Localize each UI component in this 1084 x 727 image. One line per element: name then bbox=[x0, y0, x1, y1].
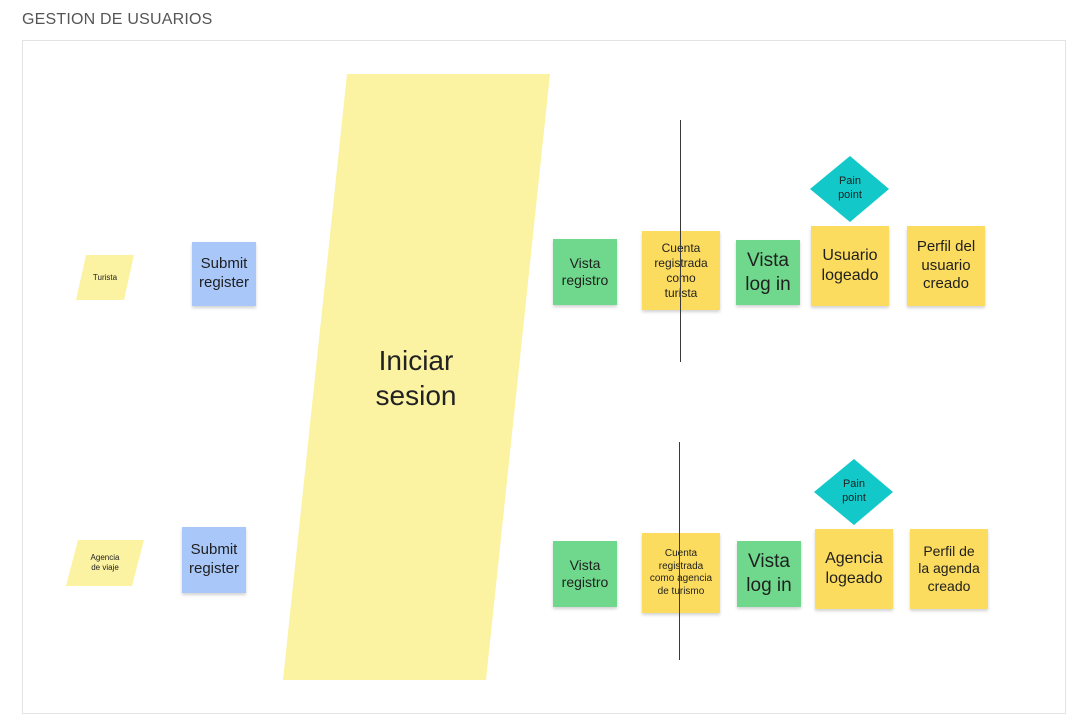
perfil-agenda-creado[interactable]: Perfil de la agenda creado bbox=[910, 529, 988, 609]
note-text: Agencia logeado bbox=[825, 550, 883, 587]
perfil-usuario-creado[interactable]: Perfil del usuario creado bbox=[907, 226, 985, 306]
iniciar-sesion-shape[interactable] bbox=[283, 74, 551, 681]
note-text: Submit register bbox=[198, 255, 250, 291]
vista-registro-agencia[interactable]: Vista registro bbox=[553, 541, 617, 607]
divider-line-2 bbox=[679, 442, 680, 660]
cuenta-registrada-agencia[interactable]: Cuenta registrada como agencia de turism… bbox=[642, 533, 720, 613]
pain-point-label-2: Pain point bbox=[842, 478, 866, 504]
pain-point-diamond-2[interactable] bbox=[814, 459, 894, 525]
pain-point-diamond-1[interactable] bbox=[810, 156, 890, 222]
agencia-logeado[interactable]: Agencia logeado bbox=[815, 529, 893, 609]
note-text: Cuenta registrada como agencia de turism… bbox=[649, 548, 713, 597]
submit-register-agencia[interactable]: Submit register bbox=[182, 527, 246, 593]
vista-login-agencia[interactable]: Vista log in bbox=[737, 541, 801, 607]
usuario-logeado[interactable]: Usuario logeado bbox=[811, 226, 889, 306]
cuenta-registrada-turista[interactable]: Cuenta registrada como turista bbox=[642, 231, 720, 310]
note-text: Vista log in bbox=[746, 551, 792, 596]
submit-register-turista[interactable]: Submit register bbox=[192, 242, 256, 306]
note-text: Vista registro bbox=[561, 254, 609, 289]
note-text: Submit register bbox=[188, 541, 240, 577]
pain-point-label-1: Pain point bbox=[838, 175, 862, 201]
page-title: GESTION DE USUARIOS bbox=[22, 11, 213, 28]
note-text: Cuenta registrada como turista bbox=[654, 241, 708, 300]
vista-login-turista[interactable]: Vista log in bbox=[736, 240, 800, 305]
note-text: Vista registro bbox=[561, 556, 609, 591]
actor-turista-label: Turista bbox=[92, 273, 118, 282]
divider-line-1 bbox=[680, 120, 681, 362]
note-text: Perfil del usuario creado bbox=[916, 237, 976, 293]
actor-turista-shape[interactable] bbox=[76, 255, 136, 301]
iniciar-sesion-label: Iniciar sesion bbox=[375, 345, 457, 411]
actor-agencia-label: Agencia de viaje bbox=[90, 553, 120, 572]
actor-agencia-shape[interactable] bbox=[66, 540, 146, 587]
note-text: Usuario logeado bbox=[821, 247, 879, 284]
note-text: Vista log in bbox=[745, 249, 791, 295]
note-text: Perfil de la agenda creado bbox=[918, 542, 980, 594]
vista-registro-turista[interactable]: Vista registro bbox=[553, 239, 617, 305]
